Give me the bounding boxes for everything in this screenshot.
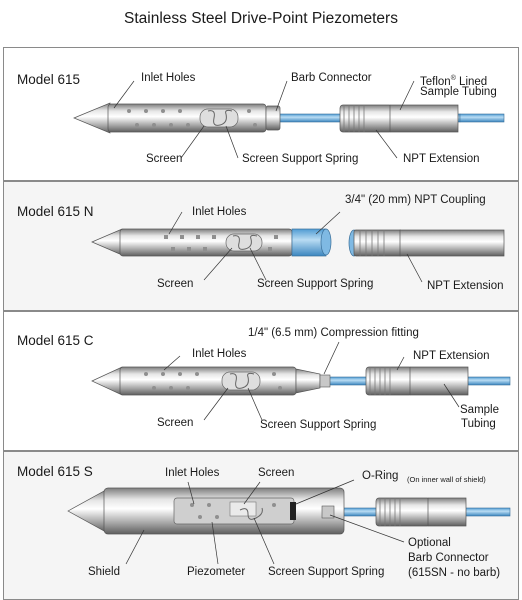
screen-label: Screen	[157, 278, 194, 290]
sample-tubing-label: Sample Tubing	[420, 86, 497, 98]
leader-lines	[163, 341, 460, 421]
o-ring	[290, 502, 296, 520]
screen-support-spring-label: Screen Support Spring	[257, 278, 374, 290]
barb-connector-label: Barb Connector	[408, 552, 489, 564]
compression-fitting-label: 1/4" (6.5 mm) Compression fitting	[248, 327, 419, 339]
screen-label: Screen	[157, 417, 194, 429]
barb-connector-label: Barb Connector	[291, 72, 372, 84]
inlet-holes-label: Inlet Holes	[192, 348, 247, 360]
npt-extension	[365, 366, 469, 396]
screen-window	[221, 371, 261, 391]
piezometer-body	[107, 103, 267, 133]
screen-support-spring-label: Screen Support Spring	[242, 153, 359, 165]
screen-label: Screen	[146, 153, 183, 165]
npt-extension	[348, 229, 505, 257]
drive-point-tip	[73, 102, 111, 134]
o-ring-note: (On inner wall of shield)	[407, 475, 486, 484]
screen-support-spring-label: Screen Support Spring	[268, 566, 385, 578]
model-615-s-illustration	[67, 479, 511, 565]
leader-lines	[168, 211, 423, 283]
drive-point-tip	[91, 228, 123, 256]
piezometer-body	[119, 228, 293, 257]
npt-extension-label: NPT Extension	[413, 350, 490, 362]
compression-fitting	[295, 368, 331, 394]
shield-tip	[67, 489, 107, 533]
o-ring-label: O-Ring	[362, 470, 399, 482]
screen-support-spring-coil	[207, 109, 233, 126]
teflon-label: Teflon® Lined	[420, 75, 488, 88]
inlet-holes-label: Inlet Holes	[141, 72, 196, 84]
sample-label: Sample	[460, 404, 499, 416]
model-label: Model 615	[17, 72, 81, 87]
panel-model-615-n: Model 615 N Inlet Holes 3/4" (20 mm) NPT…	[3, 181, 519, 311]
piezometer-label: Piezometer	[187, 566, 246, 578]
model-label: Model 615 C	[17, 333, 94, 348]
npt-extension-label: NPT Extension	[403, 153, 480, 165]
barb-connector-end	[265, 105, 281, 131]
piezometer-body	[119, 366, 297, 396]
npt-extension	[375, 497, 467, 527]
leader-lines	[113, 80, 415, 159]
inlet-holes	[190, 503, 276, 519]
npt-extension	[339, 104, 505, 133]
inlet-holes	[164, 235, 278, 251]
npt-extension-label: NPT Extension	[427, 280, 504, 292]
model-label: Model 615 S	[17, 464, 93, 479]
screen-label: Screen	[258, 467, 295, 479]
inlet-holes-label: Inlet Holes	[192, 206, 247, 218]
screen-window	[225, 233, 263, 252]
screen-support-spring-coil	[239, 507, 263, 520]
panel-model-615: Model 615 Inlet Holes Barb Connector Tef…	[3, 47, 519, 181]
npt-coupling	[291, 228, 332, 257]
leader-lines	[125, 479, 405, 565]
tubing-label: Tubing	[461, 418, 496, 430]
barb-connector	[321, 505, 335, 519]
screen-support-spring-coil	[232, 234, 258, 250]
inlet-holes	[144, 372, 282, 390]
model-615-c-illustration	[91, 341, 511, 421]
inlet-holes	[127, 109, 257, 127]
model-615-n-illustration	[91, 211, 505, 283]
screen-window	[199, 108, 239, 128]
inlet-holes-label: Inlet Holes	[165, 467, 220, 479]
model-615-illustration	[73, 80, 505, 159]
panel-model-615-c: Model 615 C 1/4" (6.5 mm) Compression fi…	[3, 311, 519, 451]
page-title: Stainless Steel Drive-Point Piezometers	[124, 10, 398, 27]
screen-support-spring-label: Screen Support Spring	[260, 419, 377, 431]
npt-coupling-label: 3/4" (20 mm) NPT Coupling	[345, 194, 486, 206]
panel-model-615-s: Model 615 S Inlet Holes Screen O-Ring (O…	[3, 451, 519, 600]
screen-support-spring-coil	[229, 372, 255, 389]
shield-label: Shield	[88, 566, 120, 578]
optional-label: Optional	[408, 537, 451, 549]
no-barb-note: (615SN - no barb)	[408, 567, 501, 579]
drive-point-tip	[91, 366, 123, 396]
model-label: Model 615 N	[17, 204, 94, 219]
